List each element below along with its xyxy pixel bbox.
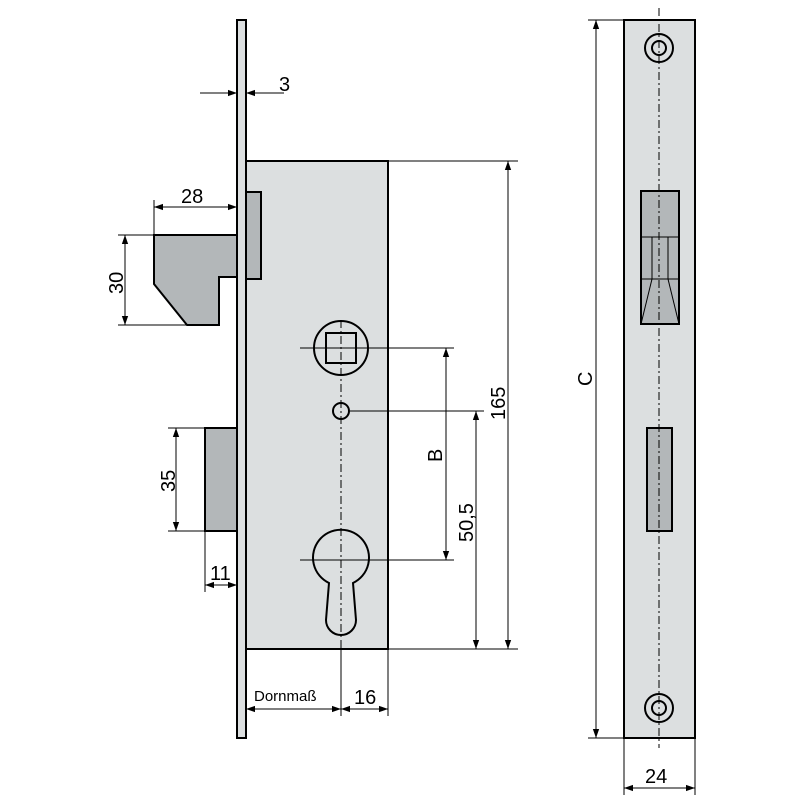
dim-latch-length-label: 28 xyxy=(181,186,203,208)
dim-faceplate-width-label: 24 xyxy=(645,766,667,788)
side-view: 3 28 30 35 11 xyxy=(106,19,518,739)
dim-faceplate-length: C xyxy=(575,19,624,739)
dim-backset: Dornmaß 16 xyxy=(246,649,389,716)
dim-distance-b: B xyxy=(300,347,454,561)
dim-distance-b-label: B xyxy=(425,449,447,462)
dim-distance-cylinder: 50,5 xyxy=(350,410,518,650)
front-view: C 24 xyxy=(575,8,696,795)
dim-faceplate-thickness-label: 3 xyxy=(279,74,290,96)
latch-detail-line xyxy=(667,278,680,325)
latch-tail xyxy=(245,191,262,280)
dim-faceplate-length-label: C xyxy=(575,372,597,386)
latch-opening xyxy=(640,190,680,325)
dim-backset-label: Dornmaß xyxy=(254,688,317,705)
dim-latch-length: 28 xyxy=(153,186,237,235)
dead-bolt xyxy=(204,427,238,532)
latch-bolt xyxy=(153,234,238,326)
dim-bolt-height: 35 xyxy=(158,427,205,532)
dim-cylinder-offset-label: 16 xyxy=(354,687,376,709)
dim-case-height-label: 165 xyxy=(488,387,510,420)
faceplate-side xyxy=(236,19,247,739)
dim-bolt-offset-label: 11 xyxy=(210,563,231,585)
dim-bolt-offset: 11 xyxy=(204,531,237,592)
dim-faceplate-width: 24 xyxy=(623,738,696,795)
latch-detail-line xyxy=(640,278,653,325)
dim-distance-cylinder-label: 50,5 xyxy=(456,503,478,542)
dim-latch-height: 30 xyxy=(106,234,187,326)
lock-case xyxy=(245,160,389,650)
dim-latch-height-label: 30 xyxy=(106,272,128,294)
dim-bolt-height-label: 35 xyxy=(158,470,180,492)
dim-case-height: 165 xyxy=(388,160,518,649)
dim-faceplate-thickness: 3 xyxy=(200,74,290,97)
